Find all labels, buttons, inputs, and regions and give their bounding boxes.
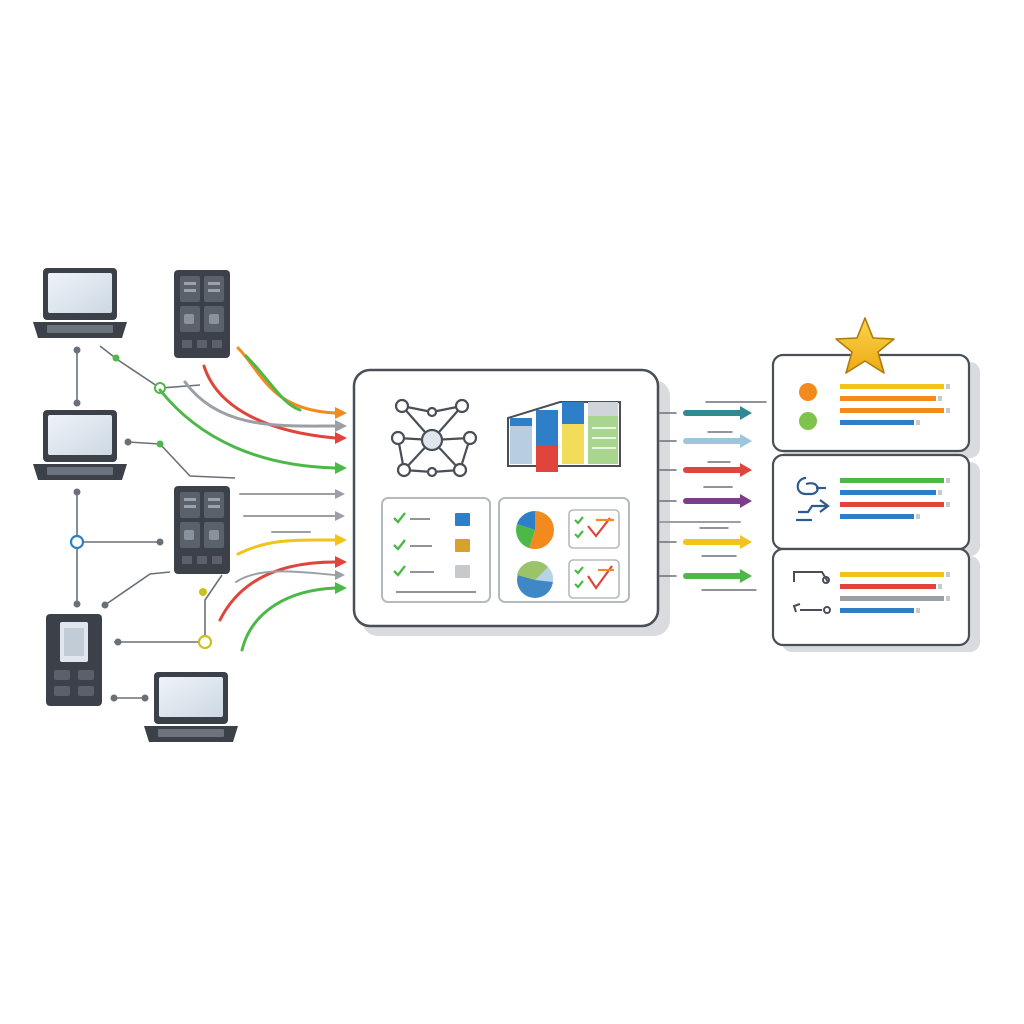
star-icon [835, 317, 895, 374]
link-nodes [69, 346, 218, 702]
incoming-flows [158, 346, 337, 652]
output-card-2 [771, 453, 980, 556]
card-bar-cap [938, 396, 942, 401]
server-rack-2 [174, 486, 230, 574]
pie-chart-card [498, 497, 630, 603]
card-bar-cap [916, 514, 920, 519]
card-bar [840, 384, 944, 389]
card-bar [840, 478, 944, 483]
pie-slice [516, 511, 535, 530]
pie-chart [516, 511, 554, 550]
laptop-2 [33, 410, 127, 480]
checklist-square-2 [455, 539, 470, 552]
connector-icon [792, 571, 831, 614]
checklist-card [381, 497, 491, 603]
card-bar [840, 490, 936, 495]
server-rack-3 [46, 614, 102, 706]
card-bar [840, 408, 944, 413]
output-card-1 [771, 317, 980, 458]
card-bar-cap [916, 420, 920, 425]
card-bar [840, 514, 914, 519]
hub-panel [352, 368, 670, 636]
outgoing-flows [659, 401, 767, 591]
pie-slice [516, 524, 535, 549]
card-bar-cap [946, 408, 950, 413]
card-bar-cap [938, 584, 942, 589]
card-bar [840, 396, 936, 401]
card-bar [840, 572, 944, 577]
card-bar [840, 608, 914, 613]
link-arrow-icon [796, 476, 830, 522]
network-graph-icon [390, 398, 478, 478]
card-bar-cap [946, 596, 950, 601]
card-bar [840, 420, 914, 425]
server-rack-1 [174, 270, 230, 358]
pie-slice [529, 511, 554, 550]
source-links [76, 345, 236, 699]
card-bar-cap [916, 608, 920, 613]
checklist-square-1 [455, 513, 470, 526]
laptop-3 [144, 672, 238, 742]
status-dots-icon [799, 383, 817, 430]
pie-chart-2 [517, 560, 554, 598]
checklist-square-3 [455, 565, 470, 578]
incoming-arrowheads [335, 407, 347, 594]
card-bar [840, 596, 944, 601]
card-1-bars [840, 384, 950, 425]
card-bar-cap [946, 502, 950, 507]
card-bar [840, 584, 936, 589]
card-2-bars [840, 478, 950, 519]
card-bar [840, 502, 944, 507]
output-card-3 [771, 547, 980, 652]
card-bar-cap [946, 384, 950, 389]
card-bar-cap [946, 478, 950, 483]
card-bar-cap [938, 490, 942, 495]
card-3-bars [840, 572, 950, 613]
card-bar-cap [946, 572, 950, 577]
laptop-1 [33, 268, 127, 338]
stacked-bar-chart [507, 401, 621, 472]
